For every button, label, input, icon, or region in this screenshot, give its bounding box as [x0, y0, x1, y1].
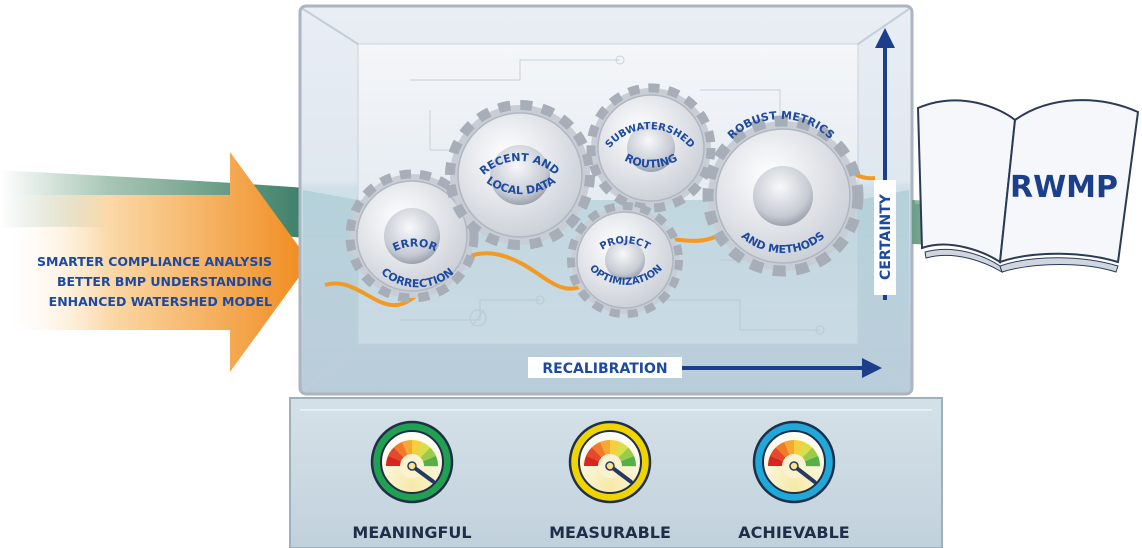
gauge-pivot [605, 461, 615, 471]
x-axis-label: RECALIBRATION [542, 361, 667, 377]
y-axis-label: CERTAINTY [878, 193, 894, 280]
input-line-3: ENHANCED WATERSHED MODEL [49, 294, 272, 309]
input-arrow [0, 152, 310, 372]
gauge-pivot [407, 461, 417, 471]
gear-project-label-top: PROJECT [598, 235, 652, 253]
gauge-measurable: MEASURABLE [549, 420, 671, 542]
gear-project-optimization [567, 202, 683, 318]
gear-subwatershed-routing [586, 83, 716, 213]
book-icon [916, 99, 1140, 274]
input-line-1: SMARTER COMPLIANCE ANALYSIS [37, 254, 272, 269]
input-line-2: BETTER BMP UNDERSTANDING [57, 274, 272, 289]
gear-recent-local-data [445, 100, 595, 250]
gauge-label: ACHIEVABLE [738, 523, 849, 542]
gear-error-correction [345, 169, 479, 303]
gauge-label: MEASURABLE [549, 523, 671, 542]
gauge-label: MEANINGFUL [352, 523, 471, 542]
gear-error-label-top: ERROR [391, 236, 440, 254]
output-label: RWMP [1010, 170, 1118, 205]
gauges-group: MEANINGFUL MEASURABLE ACHIEVABLE [352, 420, 850, 542]
gauge-achievable: ACHIEVABLE [738, 420, 850, 542]
gauge-pivot [789, 461, 799, 471]
gear-robust-metrics [702, 115, 864, 277]
x-axis-arrow [528, 357, 882, 378]
gauge-meaningful: MEANINGFUL [352, 420, 472, 542]
y-axis-arrow [874, 28, 896, 300]
gear-sub-label-bottom: ROUTING [623, 151, 680, 170]
